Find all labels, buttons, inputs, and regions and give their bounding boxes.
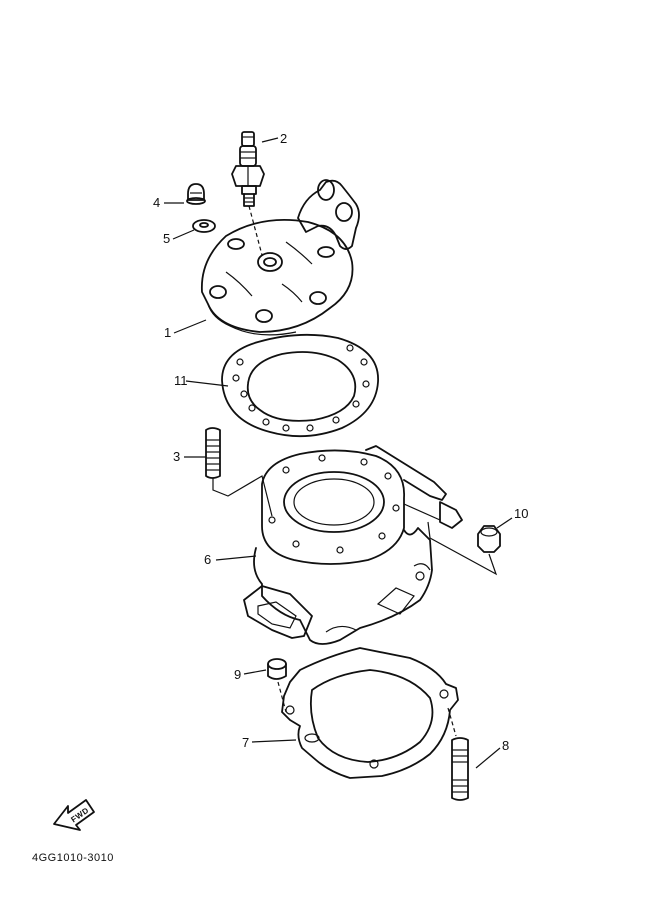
head-gasket[interactable] (221, 333, 379, 438)
washer[interactable] (192, 219, 216, 233)
callout-8: 8 (502, 738, 509, 753)
callout-11: 11 (174, 373, 188, 388)
cylinder-bolt-holes (268, 454, 400, 554)
cap-nut[interactable] (186, 183, 206, 205)
callout-9: 9 (234, 667, 241, 682)
nut[interactable] (427, 521, 501, 576)
part-code: 4GG1010-3010 (32, 852, 114, 864)
spark-plug[interactable] (231, 131, 265, 256)
stud-bolt[interactable] (205, 427, 273, 517)
callout-2: 2 (280, 131, 287, 146)
stud-bolt-lower[interactable] (451, 737, 469, 801)
callout-6: 6 (204, 552, 211, 567)
callout-10: 10 (514, 506, 528, 521)
gasket-bolt-holes (232, 344, 370, 432)
callout-4: 4 (153, 195, 160, 210)
base-gasket[interactable] (281, 647, 459, 779)
callout-3: 3 (173, 449, 180, 464)
cylinder-head[interactable] (201, 179, 360, 336)
callout-labels: 1 2 3 4 5 6 7 8 9 10 11 (153, 131, 528, 753)
fwd-arrow-icon: FWD (53, 799, 95, 831)
callout-1: 1 (164, 325, 171, 340)
cylinder[interactable] (243, 445, 463, 645)
leader-lines (164, 137, 513, 769)
callout-7: 7 (242, 735, 249, 750)
dowel-pin[interactable] (267, 658, 287, 713)
callout-5: 5 (163, 231, 170, 246)
